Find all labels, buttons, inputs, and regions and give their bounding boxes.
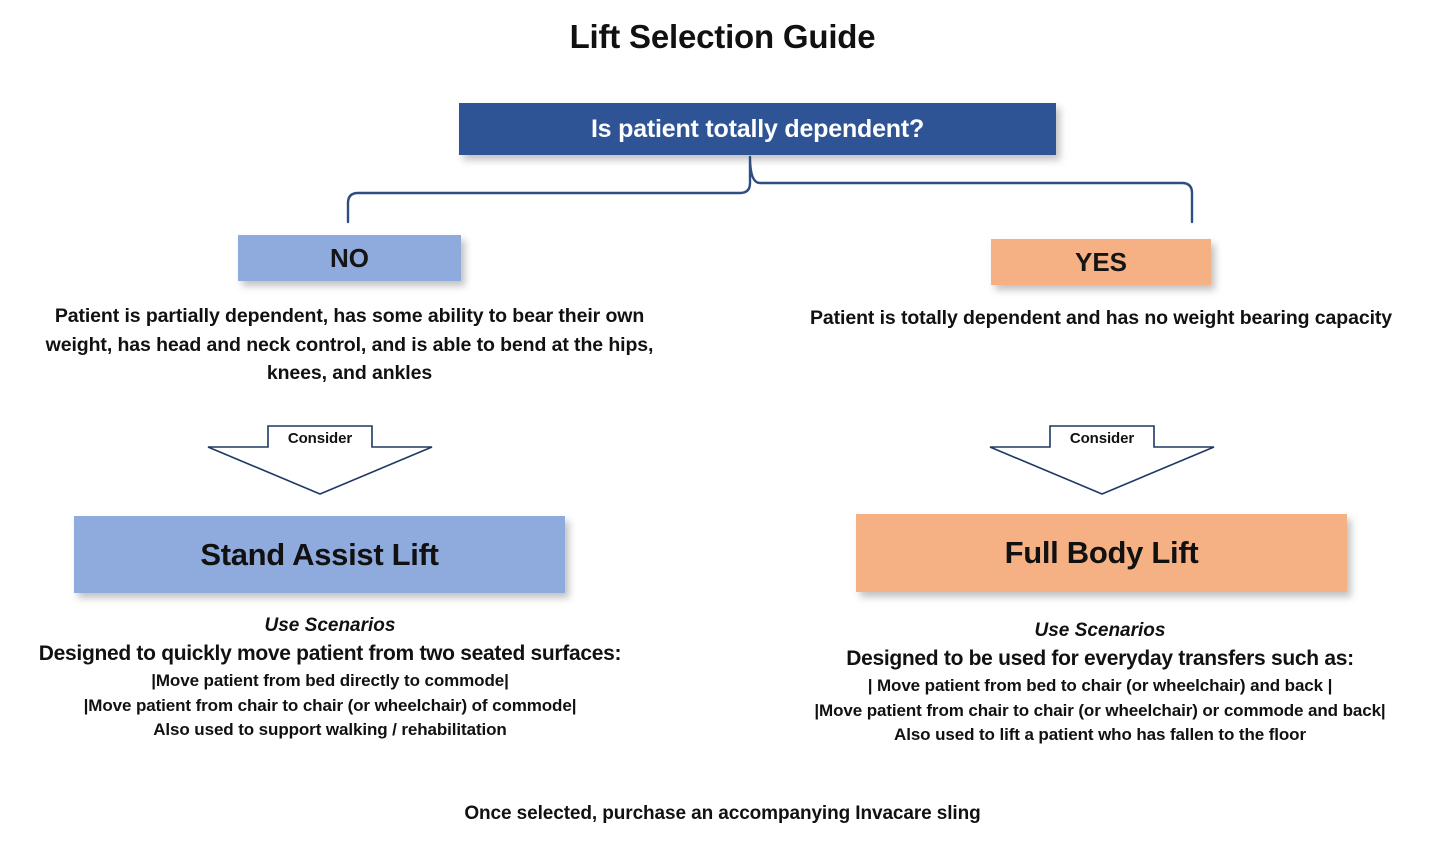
product-stand-assist-lift-label: Stand Assist Lift — [200, 536, 439, 572]
scenarios-left-heading: Use Scenarios — [264, 615, 396, 636]
branch-left-description: Patient is partially dependent, has some… — [45, 305, 654, 385]
scenario-line: | Move patient from bed to chair (or whe… — [867, 676, 1333, 695]
consider-arrow-right-icon — [989, 425, 1215, 495]
scenarios-right-heading: Use Scenarios — [1034, 620, 1166, 641]
page-title: Lift Selection Guide — [569, 18, 876, 55]
scenarios-right-lead: Designed to be used for everyday transfe… — [846, 647, 1354, 670]
footer-note: Once selected, purchase an accompanying … — [464, 803, 981, 824]
branch-connector — [346, 155, 1194, 224]
product-full-body-lift-label: Full Body Lift — [1004, 535, 1199, 570]
consider-label-right: Consider — [1069, 430, 1135, 447]
consider-label-left: Consider — [287, 430, 353, 447]
scenario-line: Also used to lift a patient who has fall… — [894, 725, 1306, 745]
decision-question-box: Is patient totally dependent? — [459, 103, 1056, 155]
product-stand-assist-lift-box: Stand Assist Lift — [74, 516, 565, 593]
branch-answer-no-label: NO — [330, 242, 369, 273]
consider-arrow-left-icon — [207, 425, 433, 495]
scenario-line: |Move patient from chair to chair (or wh… — [83, 695, 577, 715]
scenario-line: Also used to support walking / rehabilit… — [153, 720, 507, 740]
scenarios-left: Use Scenarios Designed to quickly move p… — [10, 615, 650, 743]
scenario-line: |Move patient from bed directly to commo… — [151, 671, 509, 690]
scenarios-left-lead: Designed to quickly move patient from tw… — [38, 642, 622, 665]
branch-answer-yes-label: YES — [1074, 246, 1128, 277]
decision-question-label: Is patient totally dependent? — [590, 114, 925, 143]
scenario-line: |Move patient from chair to chair (or wh… — [814, 700, 1386, 720]
scenarios-right: Use Scenarios Designed to be used for ev… — [800, 620, 1400, 748]
product-full-body-lift-box: Full Body Lift — [856, 514, 1347, 592]
branch-answer-yes-box: YES — [991, 239, 1211, 285]
branch-answer-no-box: NO — [238, 235, 461, 281]
branch-right-description: Patient is totally dependent and has no … — [809, 307, 1393, 329]
